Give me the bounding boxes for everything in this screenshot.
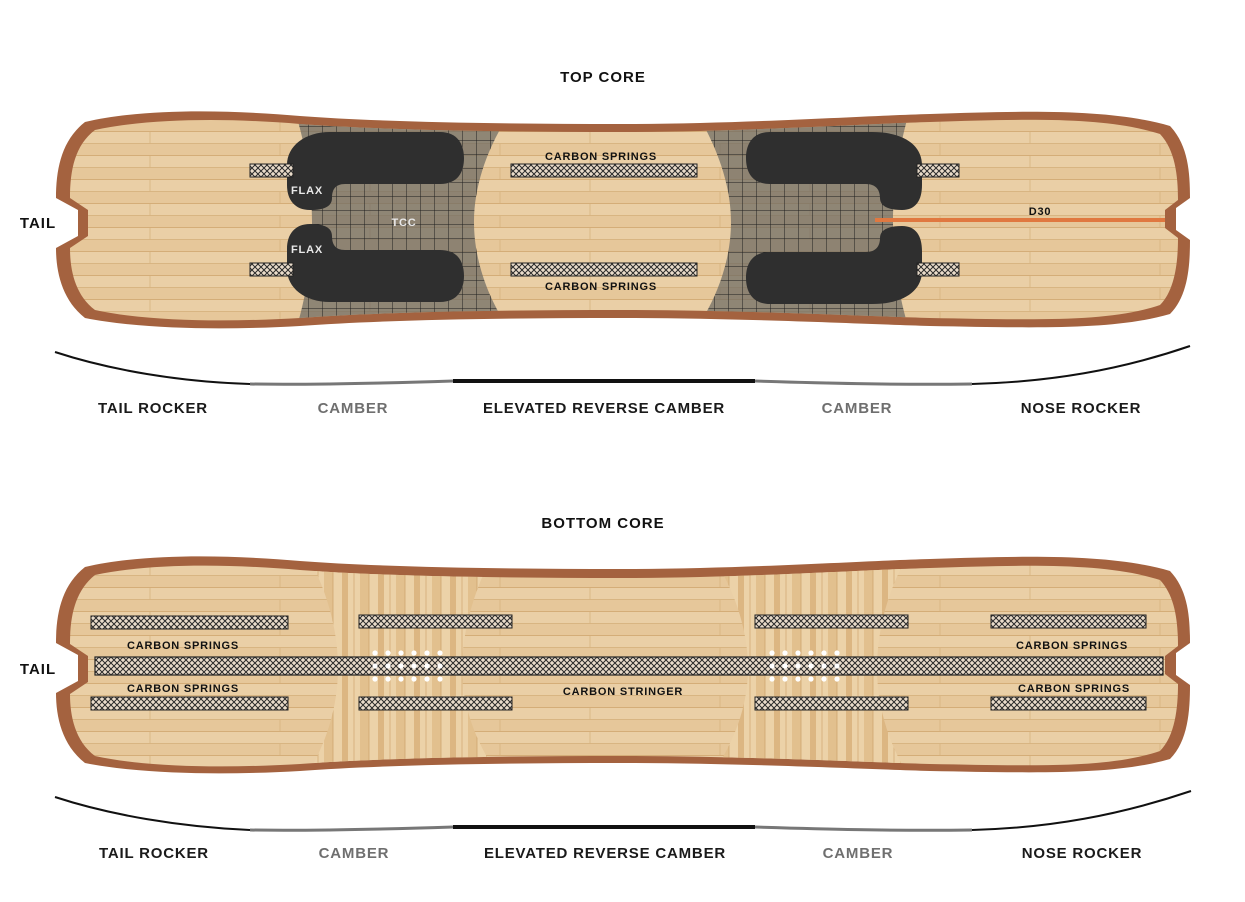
top-flax-insert-upper	[287, 132, 464, 210]
bottom-tail-label: TAIL	[20, 661, 56, 678]
top-carbon-springs-label-lower: CARBON SPRINGS	[545, 281, 657, 293]
bottom-spring-mid-nose-lower	[754, 696, 909, 711]
top-profile-camber-nose: CAMBER	[822, 400, 893, 417]
top-core-title: TOP CORE	[560, 69, 646, 86]
bottom-carbon-springs-tail-upper-label: CARBON SPRINGS	[127, 640, 239, 652]
bottom-profile-camber-tail: CAMBER	[319, 845, 390, 862]
bottom-spring-nose-upper	[990, 614, 1147, 629]
bottom-spring-tail-lower	[90, 696, 289, 711]
bottom-carbon-springs-nose-lower-label: CARBON SPRINGS	[1018, 683, 1130, 695]
bottom-insert-dots-nose	[769, 650, 840, 682]
bottom-profile-nose-rocker: NOSE ROCKER	[1022, 845, 1142, 862]
top-d30-label: D30	[1029, 206, 1052, 218]
bottom-carbon-springs-tail-lower-label: CARBON SPRINGS	[127, 683, 239, 695]
top-insert-nose-lower	[746, 226, 922, 304]
top-flax-label-lower: FLAX	[291, 244, 323, 256]
bottom-carbon-stringer	[94, 656, 1164, 676]
bottom-profile-tail-rocker: TAIL ROCKER	[99, 845, 209, 862]
top-carbon-springs-label-upper: CARBON SPRINGS	[545, 151, 657, 163]
bottom-profile-curve	[54, 790, 1192, 832]
top-tcc-label: TCC	[391, 217, 416, 229]
bottom-core-board: CARBON SPRINGS CARBON SPRINGS CARBON SPR…	[56, 556, 1190, 774]
bottom-spring-mid-tail-upper	[358, 614, 513, 629]
bottom-profile-elevated-reverse-camber: ELEVATED REVERSE CAMBER	[484, 845, 726, 862]
bottom-insert-dots-tail	[372, 650, 443, 682]
bottom-spring-mid-nose-upper	[754, 614, 909, 629]
top-profile-camber-tail: CAMBER	[318, 400, 389, 417]
top-nose-spring-block-upper	[916, 163, 960, 178]
top-flax-insert-lower	[287, 224, 464, 302]
bottom-spring-mid-tail-lower	[358, 696, 513, 711]
bottom-core-title: BOTTOM CORE	[541, 515, 664, 532]
top-d30-stripe	[875, 218, 1170, 222]
top-profile-curve	[54, 345, 1191, 386]
top-profile-elevated-reverse-camber: ELEVATED REVERSE CAMBER	[483, 400, 725, 417]
top-carbon-spring-lower	[510, 262, 698, 277]
top-carbon-spring-upper	[510, 163, 698, 178]
top-profile-tail-rocker: TAIL ROCKER	[98, 400, 208, 417]
top-flax-label-upper: FLAX	[291, 185, 323, 197]
top-tail-label: TAIL	[20, 215, 56, 232]
top-nose-spring-block-lower	[916, 262, 960, 277]
top-profile-labels: TAIL ROCKER CAMBER ELEVATED REVERSE CAMB…	[98, 400, 1141, 417]
bottom-profile-labels: TAIL ROCKER CAMBER ELEVATED REVERSE CAMB…	[99, 845, 1142, 862]
top-profile-nose-rocker: NOSE ROCKER	[1021, 400, 1141, 417]
top-insert-nose-upper	[746, 132, 922, 210]
bottom-carbon-springs-nose-upper-label: CARBON SPRINGS	[1016, 640, 1128, 652]
top-tail-spring-block-upper	[249, 163, 294, 178]
bottom-profile-camber-nose: CAMBER	[823, 845, 894, 862]
top-core-board: CARBON SPRINGS CARBON SPRINGS FLAX FLAX …	[56, 111, 1190, 329]
top-tail-spring-block-lower	[249, 262, 294, 277]
bottom-spring-nose-lower	[990, 696, 1147, 711]
bottom-spring-tail-upper	[90, 615, 289, 630]
bottom-carbon-stringer-label: CARBON STRINGER	[563, 686, 683, 698]
